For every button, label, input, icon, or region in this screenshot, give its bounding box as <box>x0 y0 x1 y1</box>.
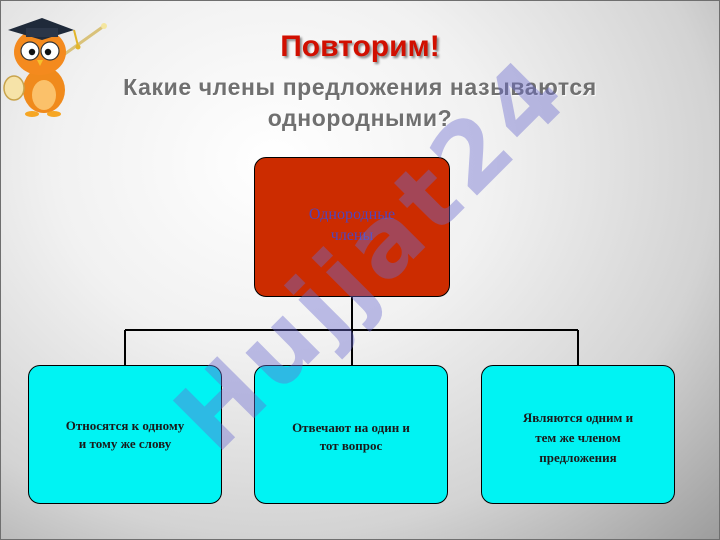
child-node-same-word: Относятся к одному и тому же слову <box>28 365 222 504</box>
child-node-label: Относятся к одному и тому же слову <box>65 417 185 451</box>
child-node-label: Являются одним и тем же членом предложен… <box>522 410 634 465</box>
slide-question: Какие члены предложения называются однор… <box>70 72 650 134</box>
child-node-same-member: Являются одним и тем же членом предложен… <box>481 365 675 504</box>
child-node-label: Отвечают на один и тот вопрос <box>292 420 410 453</box>
root-node: Однородные члены <box>254 157 450 297</box>
root-node-label: Однородные члены <box>308 206 396 244</box>
child-node-same-question: Отвечают на один и тот вопрос <box>254 365 448 504</box>
slide-title: Повторим! <box>280 30 440 63</box>
owl-professor-icon <box>3 18 107 117</box>
question-text: Какие члены предложения называются однор… <box>123 74 597 131</box>
